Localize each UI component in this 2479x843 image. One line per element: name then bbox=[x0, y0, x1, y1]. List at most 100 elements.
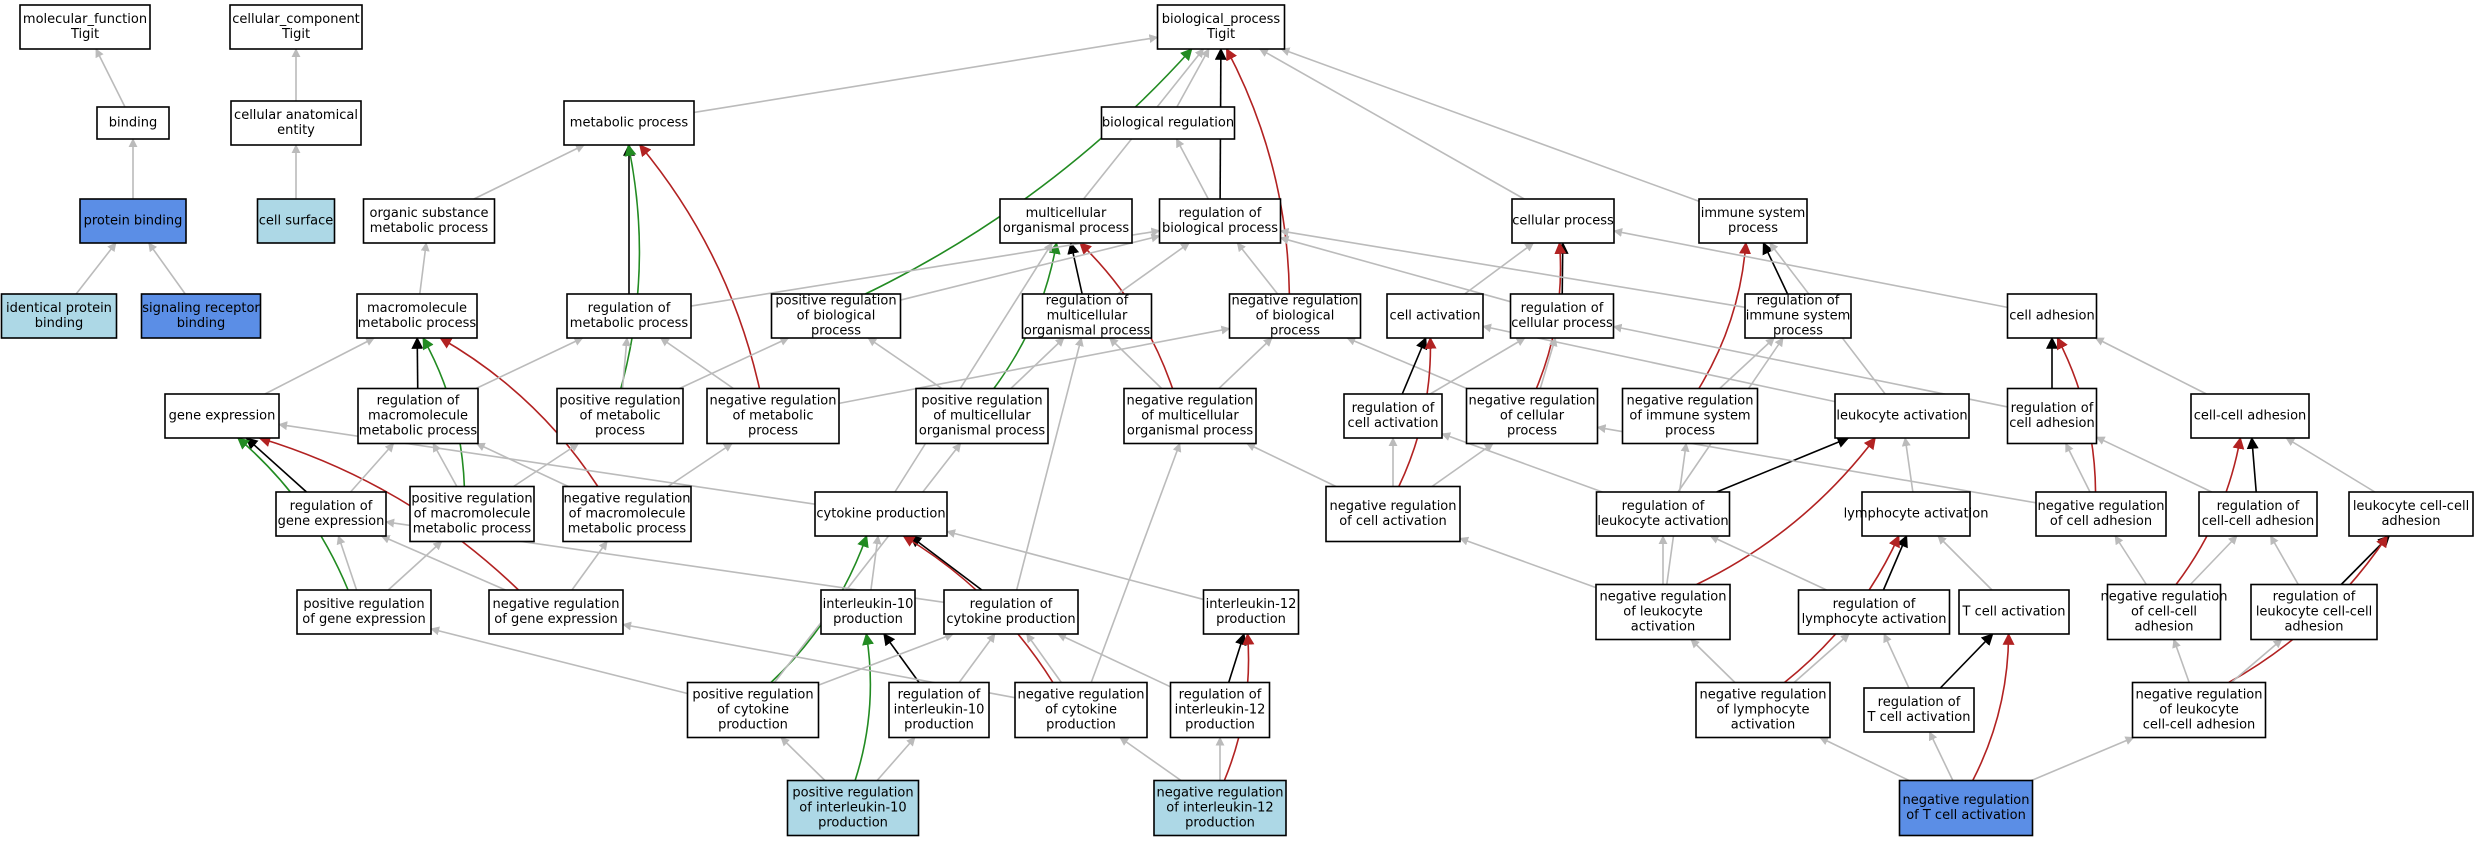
node-label: multicellular bbox=[1047, 309, 1128, 324]
node-label: metabolic process bbox=[370, 221, 489, 236]
node-cellsurf[interactable]: cell surface bbox=[256, 198, 336, 244]
edge-is_a-posreggeneexp-to-reggeneexp bbox=[336, 535, 358, 591]
edge-is_a-negregbp-to-regbp bbox=[1236, 242, 1279, 295]
edge-is_a-regtcellact-to-reglymphact bbox=[1883, 633, 1910, 689]
node-label: organic substance bbox=[370, 206, 489, 221]
node-box bbox=[1511, 198, 1615, 244]
node-leukact[interactable]: leukocyte activation bbox=[1834, 393, 1970, 439]
node-tcellact[interactable]: T cell activation bbox=[1958, 589, 2070, 635]
node-cellproc[interactable]: cellular process bbox=[1511, 198, 1615, 244]
node-label: multicellular bbox=[1026, 206, 1107, 221]
node-ccadh[interactable]: cell-cell adhesion bbox=[2190, 393, 2310, 439]
node-label: binding bbox=[35, 316, 83, 331]
node-cytprod[interactable]: cytokine production bbox=[814, 491, 948, 537]
node-label: cell activation bbox=[1348, 416, 1439, 431]
node-biolreg[interactable]: biological regulation bbox=[1100, 106, 1236, 140]
edge-is_a-ccadh-to-celladh bbox=[2094, 337, 2207, 395]
edge-is_a-negregmacro-to-regmacro bbox=[475, 442, 569, 488]
edge-is_a-negregcytprod-to-regcytprod bbox=[1026, 633, 1063, 683]
node-celladh[interactable]: cell adhesion bbox=[2006, 293, 2098, 339]
node-label: negative regulation bbox=[1626, 394, 1753, 409]
node-box bbox=[1898, 779, 2034, 837]
node-label: process bbox=[1665, 424, 1715, 439]
node-label: regulation of bbox=[290, 499, 373, 514]
edge-part_of-regleukact-to-leukact bbox=[1716, 436, 1850, 493]
node-box bbox=[357, 387, 479, 445]
node-lymphact[interactable]: lymphocyte activation bbox=[1844, 491, 1989, 537]
node-label: cell adhesion bbox=[2009, 416, 2095, 431]
edge-is_a-negregtcell-to-negregleukccadh bbox=[2031, 736, 2135, 782]
node-label: of metabolic bbox=[580, 409, 661, 424]
edge-is_a-cellact-to-cellproc bbox=[1464, 242, 1535, 295]
node-regtcellact[interactable]: regulation ofT cell activation bbox=[1863, 687, 1975, 733]
node-binding[interactable]: binding bbox=[96, 106, 170, 140]
node-geneexp[interactable]: gene expression bbox=[164, 393, 280, 439]
node-metab[interactable]: metabolic process bbox=[563, 100, 695, 146]
node-protbind[interactable]: protein binding bbox=[79, 198, 187, 244]
node-label: negative regulation bbox=[1231, 294, 1358, 309]
edge-is_a-regcytprod-to-regmult bbox=[1015, 337, 1084, 591]
edge-is_a-regcellproc-to-regbp bbox=[1279, 235, 1511, 303]
edge-is_a-negregcytprod-to-negregmult bbox=[1090, 442, 1182, 683]
node-label: positive regulation bbox=[559, 394, 680, 409]
node-box bbox=[1325, 485, 1461, 543]
node-cellact[interactable]: cell activation bbox=[1386, 293, 1484, 339]
edge-is_a-negregleukact-to-negregcellact bbox=[1459, 536, 1597, 589]
node-box bbox=[356, 293, 478, 339]
edge-is_a-negreggeneexp-to-reggeneexp bbox=[380, 535, 506, 591]
